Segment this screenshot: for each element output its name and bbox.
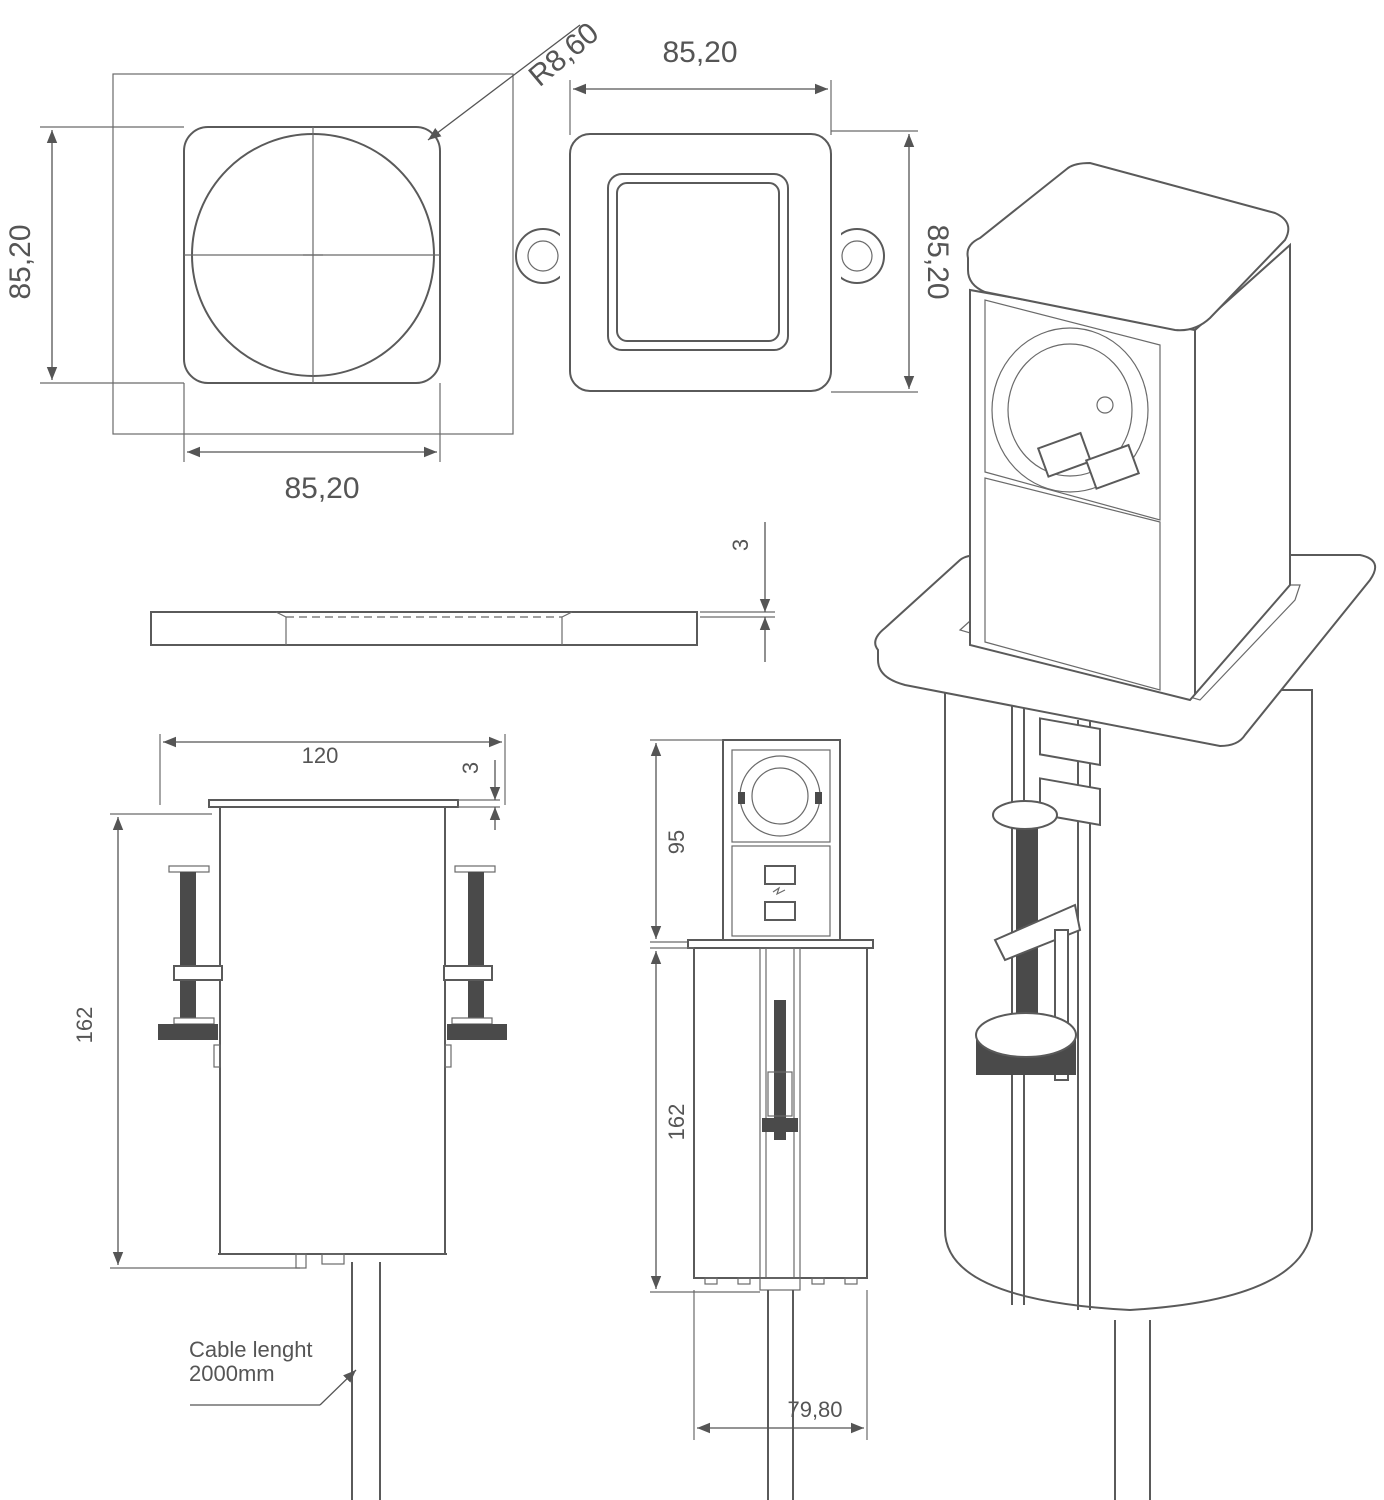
cable-note-line1: Cable lenght [189, 1337, 313, 1362]
plate-thickness-label: 3 [728, 539, 753, 551]
usb-port-icon [764, 865, 796, 885]
plate-section [150, 522, 775, 662]
top-view [40, 24, 581, 462]
cable-note-line2: 2000mm [189, 1361, 275, 1386]
side-width-label: 120 [302, 743, 339, 768]
front-body-height-label: 162 [664, 1104, 689, 1141]
top-height-label: 85,20 [4, 224, 37, 299]
radius-label: R8,60 [523, 16, 606, 93]
isometric-view [874, 161, 1377, 1500]
side-thickness-label: 3 [458, 762, 483, 774]
frame-view [515, 80, 918, 393]
lightning-icon [772, 886, 786, 896]
side-height-label: 162 [72, 1007, 97, 1044]
front-head-height-label: 95 [664, 830, 689, 854]
front-width-label: 79,80 [787, 1397, 842, 1422]
top-bottom-width-label: 85,20 [284, 472, 359, 505]
frame-height-label: 85,20 [921, 224, 954, 299]
frame-width-label: 85,20 [662, 36, 737, 69]
front-view [650, 739, 874, 1500]
side-view [110, 734, 507, 1500]
